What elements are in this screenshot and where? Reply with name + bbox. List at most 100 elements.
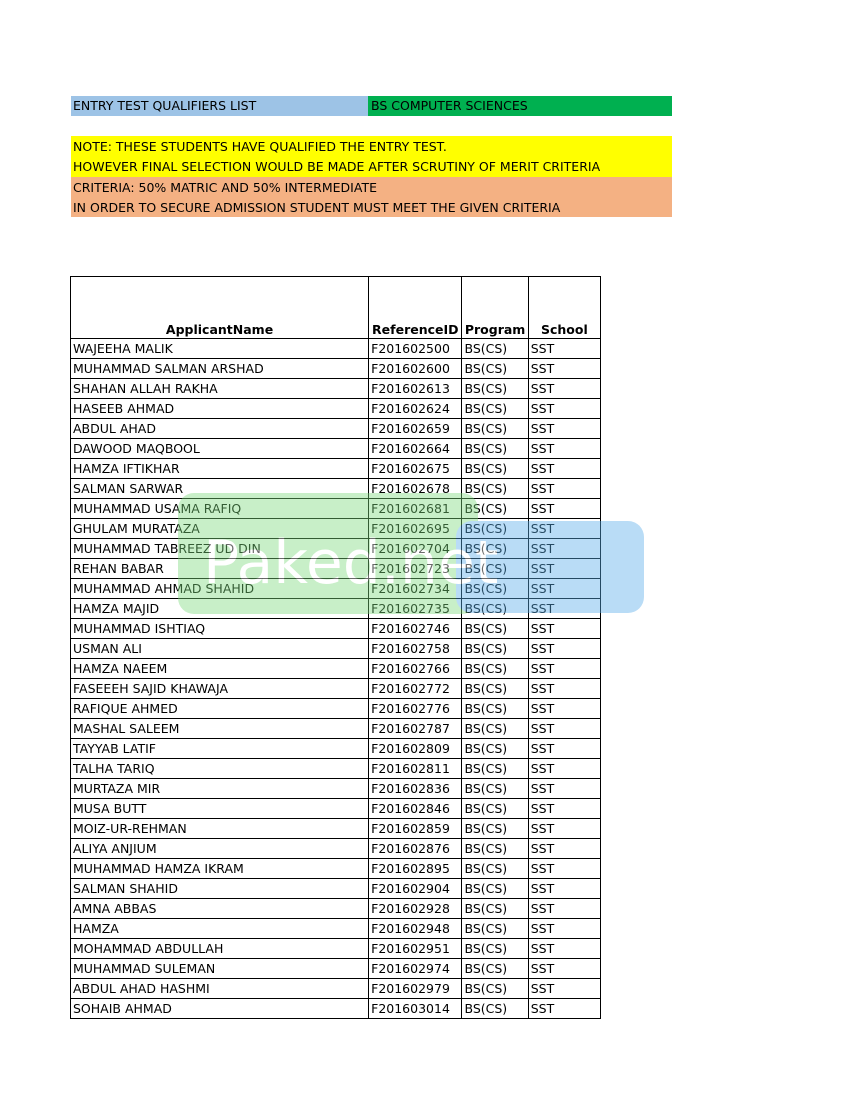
reference-id-cell: F201602695 [368, 518, 463, 539]
program-cell: BS(CS) [461, 978, 529, 999]
school-cell: SST [527, 978, 602, 999]
applicant-name-cell: ALIYA ANJIUM [69, 838, 370, 859]
reference-id-cell: F201602895 [368, 858, 463, 879]
applicant-name-cell: MUHAMMAD SALMAN ARSHAD [69, 358, 370, 379]
table-header-row: ApplicantName ReferenceID Program School [69, 276, 602, 339]
program-cell: BS(CS) [461, 858, 529, 879]
program-cell: BS(CS) [461, 418, 529, 439]
applicant-name-cell: HAMZA NAEEM [69, 658, 370, 679]
list-title: ENTRY TEST QUALIFIERS LIST [71, 96, 368, 116]
applicant-name-cell: HAMZA [69, 918, 370, 939]
applicant-name-cell: MUHAMMAD SULEMAN [69, 958, 370, 979]
reference-id-cell: F201602904 [368, 878, 463, 899]
school-cell: SST [527, 438, 602, 459]
reference-id-cell: F201602678 [368, 478, 463, 499]
column-header-applicant-name: ApplicantName [69, 276, 370, 339]
program-cell: BS(CS) [461, 878, 529, 899]
reference-id-cell: F201602704 [368, 538, 463, 559]
program-cell: BS(CS) [461, 958, 529, 979]
program-cell: BS(CS) [461, 578, 529, 599]
applicant-name-cell: MOIZ-UR-REHMAN [69, 818, 370, 839]
applicant-name-cell: MOHAMMAD ABDULLAH [69, 938, 370, 959]
program-cell: BS(CS) [461, 758, 529, 779]
reference-id-cell: F201602948 [368, 918, 463, 939]
school-cell: SST [527, 358, 602, 379]
reference-id-cell: F201602859 [368, 818, 463, 839]
applicant-name-cell: HAMZA IFTIKHAR [69, 458, 370, 479]
note-line-1: NOTE: THESE STUDENTS HAVE QUALIFIED THE … [73, 139, 447, 154]
program-cell: BS(CS) [461, 378, 529, 399]
applicant-name-cell: TALHA TARIQ [69, 758, 370, 779]
column-header-school: School [527, 276, 602, 339]
applicant-name-cell: MURTAZA MIR [69, 778, 370, 799]
applicant-name-cell: SOHAIB AHMAD [69, 998, 370, 1019]
school-cell: SST [527, 878, 602, 899]
applicant-name-cell: RAFIQUE AHMED [69, 698, 370, 719]
program-cell: BS(CS) [461, 938, 529, 959]
program-cell: BS(CS) [461, 458, 529, 479]
school-cell: SST [527, 638, 602, 659]
applicant-name-cell: WAJEEHA MALIK [69, 338, 370, 359]
reference-id-cell: F201603014 [368, 998, 463, 1019]
school-cell: SST [527, 458, 602, 479]
applicant-name-cell: USMAN ALI [69, 638, 370, 659]
criteria-line-1: CRITERIA: 50% MATRIC AND 50% INTERMEDIAT… [73, 180, 377, 195]
program-cell: BS(CS) [461, 538, 529, 559]
note-box: NOTE: THESE STUDENTS HAVE QUALIFIED THE … [71, 136, 672, 177]
applicant-name-cell: ABDUL AHAD [69, 418, 370, 439]
program-cell: BS(CS) [461, 678, 529, 699]
reference-id-cell: F201602758 [368, 638, 463, 659]
reference-id-cell: F201602681 [368, 498, 463, 519]
school-cell: SST [527, 578, 602, 599]
program-cell: BS(CS) [461, 638, 529, 659]
school-cell: SST [527, 918, 602, 939]
applicant-name-cell: REHAN BABAR [69, 558, 370, 579]
school-cell: SST [527, 518, 602, 539]
program-cell: BS(CS) [461, 618, 529, 639]
program-cell: BS(CS) [461, 838, 529, 859]
school-cell: SST [527, 398, 602, 419]
applicant-name-cell: MUSA BUTT [69, 798, 370, 819]
reference-id-cell: F201602836 [368, 778, 463, 799]
reference-id-cell: F201602787 [368, 718, 463, 739]
reference-id-cell: F201602613 [368, 378, 463, 399]
applicant-name-cell: MUHAMMAD ISHTIAQ [69, 618, 370, 639]
program-cell: BS(CS) [461, 598, 529, 619]
program-cell: BS(CS) [461, 698, 529, 719]
school-cell: SST [527, 758, 602, 779]
program-cell: BS(CS) [461, 738, 529, 759]
note-line-2: HOWEVER FINAL SELECTION WOULD BE MADE AF… [73, 159, 601, 174]
reference-id-cell: F201602746 [368, 618, 463, 639]
reference-id-cell: F201602675 [368, 458, 463, 479]
reference-id-cell: F201602811 [368, 758, 463, 779]
reference-id-cell: F201602600 [368, 358, 463, 379]
program-cell: BS(CS) [461, 658, 529, 679]
school-cell: SST [527, 418, 602, 439]
program-cell: BS(CS) [461, 998, 529, 1019]
reference-id-cell: F201602734 [368, 578, 463, 599]
program-cell: BS(CS) [461, 718, 529, 739]
reference-id-cell: F201602951 [368, 938, 463, 959]
school-cell: SST [527, 938, 602, 959]
